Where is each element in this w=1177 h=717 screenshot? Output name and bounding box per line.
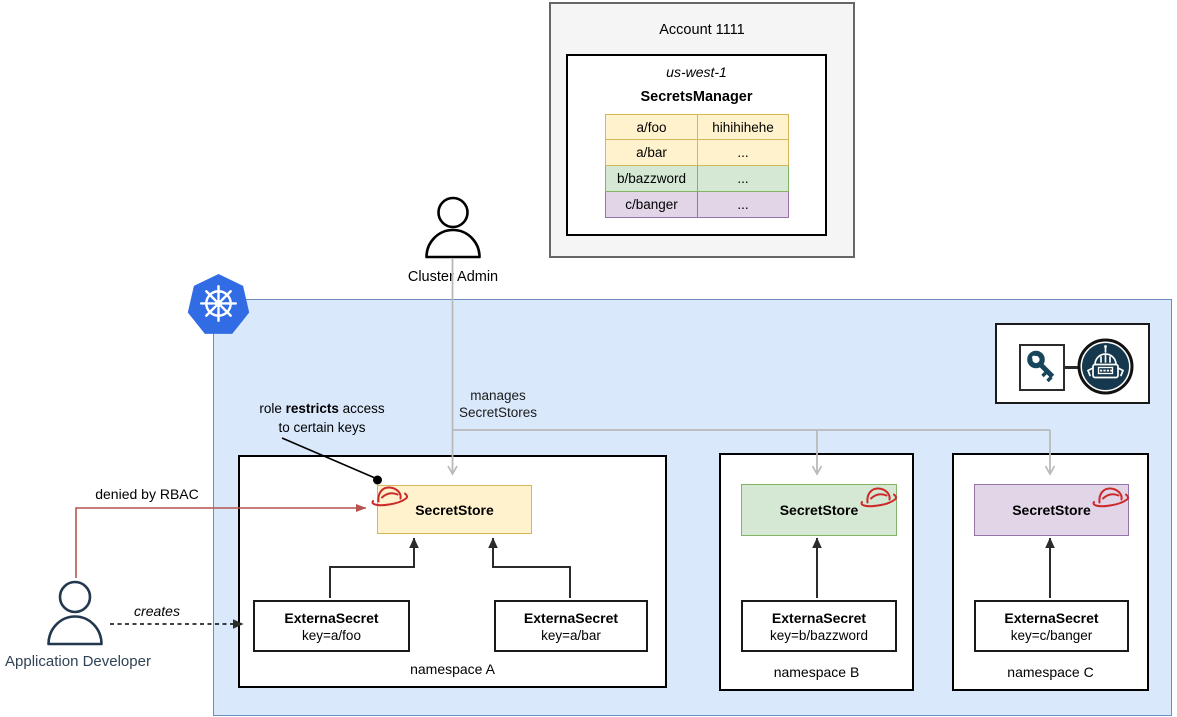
- secret-value: ...: [698, 166, 789, 192]
- secret-value: hihihihehe: [698, 114, 789, 140]
- secret-store-a: SecretStore: [377, 485, 532, 534]
- key-icon-frame: [1019, 344, 1065, 391]
- secret-key: a/foo: [605, 114, 698, 140]
- table-row: c/banger ...: [605, 192, 789, 218]
- app-developer-label: Application Developer: [5, 653, 151, 670]
- red-hat-icon: [371, 486, 409, 507]
- external-secret-b-bazzword: ExternaSecret key=b/bazzword: [741, 600, 897, 652]
- namespace-b-box: SecretStore ExternaSecret key=b/bazzword…: [719, 453, 914, 691]
- table-row: a/foo hihihihehe: [605, 114, 789, 140]
- external-secret-c-banger: ExternaSecret key=c/banger: [974, 600, 1129, 652]
- namespace-a-label: namespace A: [410, 661, 495, 677]
- namespace-a-box: SecretStore ExternaSecret key=a/foo Exte…: [238, 455, 667, 688]
- namespace-b-label: namespace B: [773, 664, 860, 680]
- external-secret-a-bar: ExternaSecret key=a/bar: [494, 600, 648, 652]
- region-box: us-west-1 SecretsManager a/foo hihihiheh…: [566, 54, 827, 236]
- app-developer-person-icon: [47, 580, 103, 646]
- red-hat-icon: [1092, 487, 1130, 508]
- secret-store-b: SecretStore: [741, 484, 897, 536]
- service-name: SecretsManager: [640, 89, 753, 105]
- secret-value: ...: [698, 140, 789, 166]
- account-title: Account 1111: [659, 22, 745, 38]
- manages-secretstores-label: manages SecretStores: [458, 388, 538, 420]
- namespace-c-box: SecretStore ExternaSecret key=c/banger n…: [952, 453, 1149, 691]
- key-icon: [1027, 350, 1055, 383]
- external-secrets-operator-logo-box: [995, 323, 1150, 404]
- region-name: us-west-1: [666, 64, 727, 80]
- role-restricts-label: role restricts access to certain keys: [259, 401, 385, 435]
- creates-label: creates: [134, 603, 180, 619]
- namespace-c-label: namespace C: [1007, 664, 1094, 680]
- secret-key: c/banger: [605, 192, 698, 218]
- logo-connector: [1065, 366, 1079, 369]
- cluster-admin-label: Cluster Admin: [407, 269, 499, 285]
- secret-store-c: SecretStore: [974, 484, 1129, 536]
- robot-operator-icon: [1077, 338, 1134, 395]
- cluster-admin-person-icon: [425, 196, 481, 259]
- table-row: b/bazzword ...: [605, 166, 789, 192]
- kubernetes-icon: [187, 274, 250, 334]
- table-row: a/bar ...: [605, 140, 789, 166]
- secret-value: ...: [698, 192, 789, 218]
- secrets-table: a/foo hihihihehe a/bar ... b/bazzword ..…: [605, 114, 789, 218]
- account-box: Account 1111 us-west-1 SecretsManager a/…: [549, 2, 855, 258]
- denied-by-rbac-label: denied by RBAC: [95, 486, 199, 502]
- external-secret-a-foo: ExternaSecret key=a/foo: [253, 600, 410, 652]
- secret-key: b/bazzword: [605, 166, 698, 192]
- red-hat-icon: [860, 487, 898, 508]
- secret-key: a/bar: [605, 140, 698, 166]
